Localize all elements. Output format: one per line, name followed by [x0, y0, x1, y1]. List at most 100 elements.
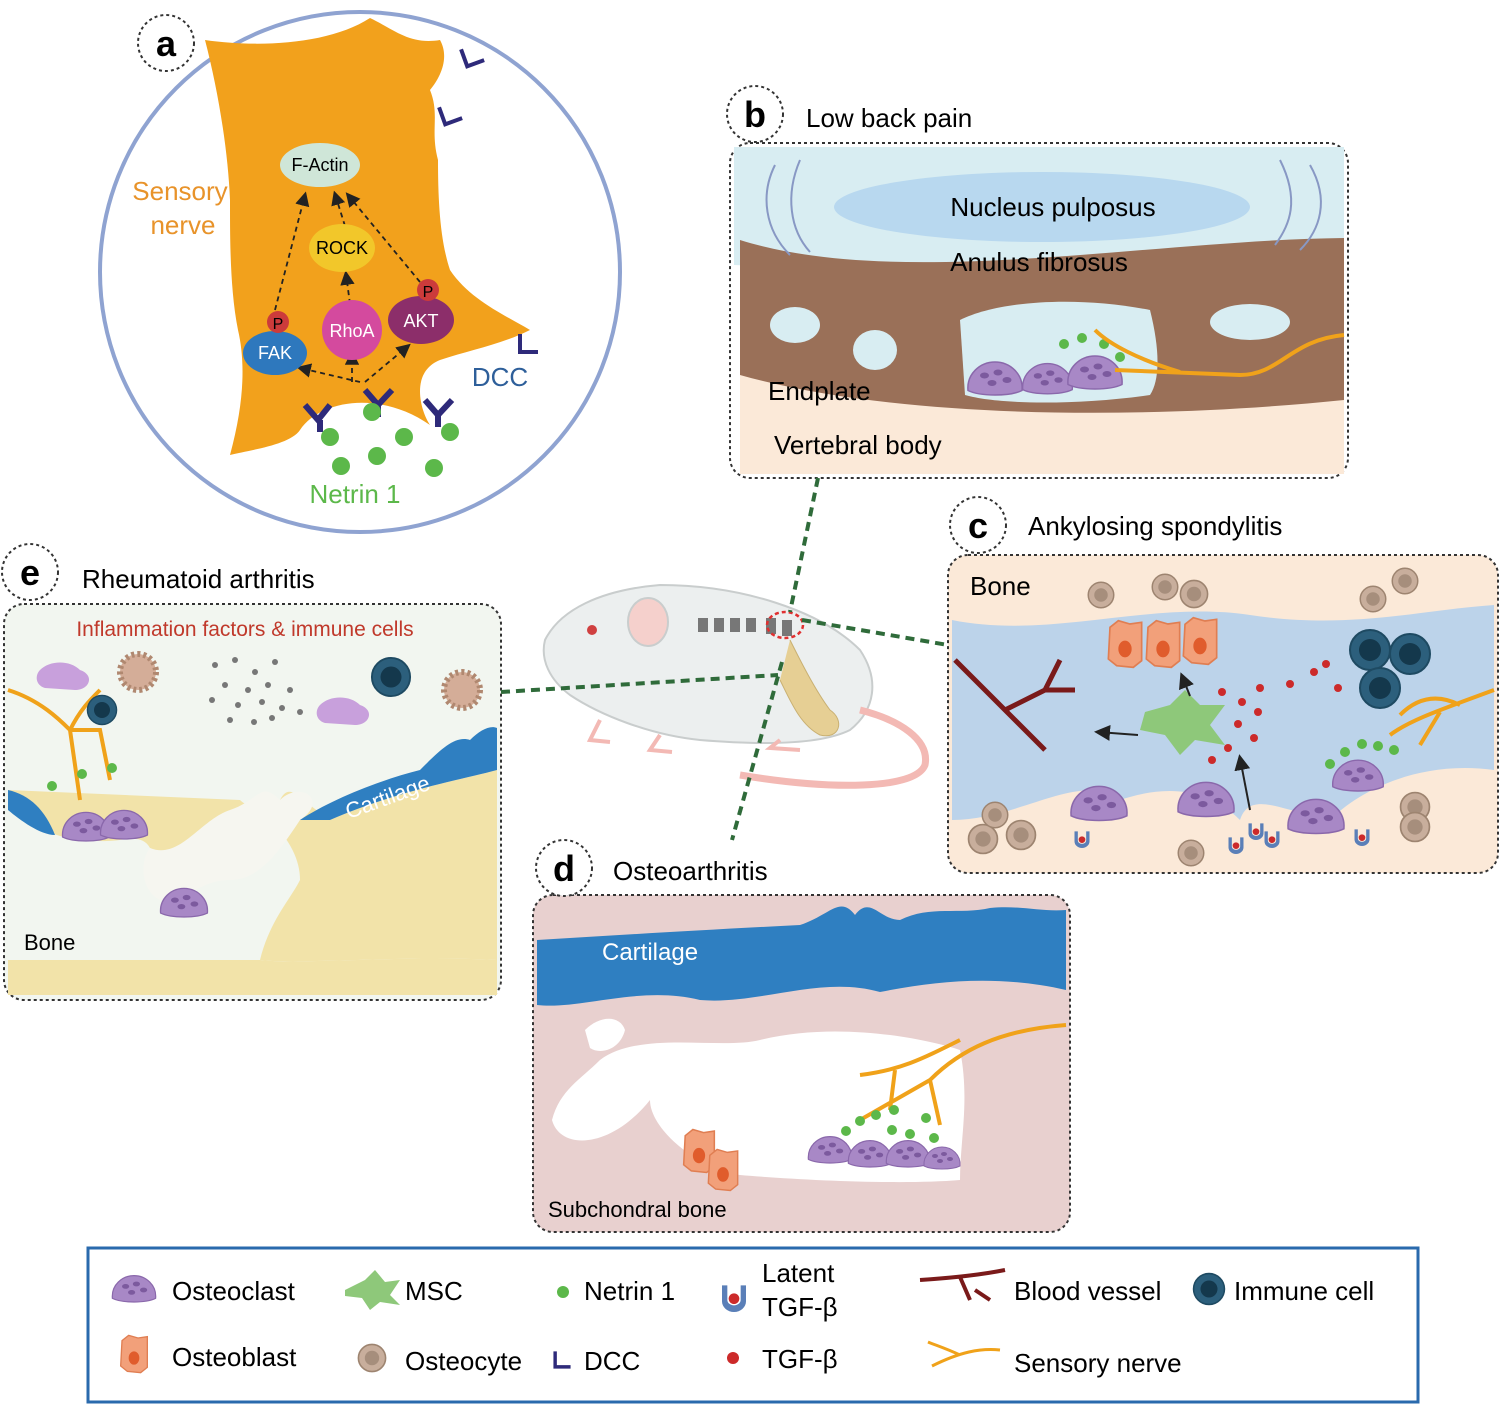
osteocyte-icon: [967, 823, 999, 855]
msc-icon: [345, 1270, 400, 1310]
panel-c-letter: c: [968, 505, 988, 546]
osteoblast-icon: [1182, 616, 1218, 666]
fak-label: FAK: [258, 343, 292, 363]
netrin-molecules: [1059, 333, 1125, 362]
osteocyte-icon: [981, 801, 1009, 829]
legend-frame: [86, 1246, 1420, 1404]
rock-label: ROCK: [316, 238, 368, 258]
panel-e-title: Rheumatoid arthritis: [82, 564, 315, 594]
cartilage-layer: [300, 727, 497, 820]
panel-e: Inflammation factors & immune cells Cart…: [1, 543, 502, 1001]
osteocyte-icon: [1151, 573, 1179, 601]
dcc-receptor-icon: [422, 397, 455, 427]
legend-msc: MSC: [405, 1276, 463, 1306]
mouse-paws: [586, 719, 801, 754]
fak-node: [243, 331, 307, 375]
immune-cell-icon: [1389, 633, 1431, 675]
sensory-nerve-icon: [927, 1340, 1001, 1368]
panel-b-title: Low back pain: [806, 103, 972, 133]
macrophage-icon: [36, 662, 90, 690]
panel-b-letter-badge: [726, 85, 784, 143]
sensory-nerve-label-2: nerve: [150, 210, 215, 240]
akt-node: [388, 296, 454, 344]
legend-latent-1: Latent: [762, 1258, 835, 1288]
osteocyte-icon: [1359, 585, 1387, 613]
endplate-label: Endplate: [768, 376, 871, 406]
netrin-molecules: [1325, 739, 1399, 769]
vertebral-body-region: [740, 375, 1344, 474]
osteoblast-icon: [119, 1334, 148, 1374]
dcc-label: DCC: [472, 362, 528, 392]
legend: Osteoclast MSC Netrin 1 Latent TGF-β Blo…: [86, 1246, 1420, 1404]
osteoblast-icon: [707, 1148, 739, 1192]
akt-label: AKT: [403, 311, 438, 331]
f-actin-node: [280, 143, 360, 187]
osteocyte-icon: [1177, 839, 1205, 867]
panel-a-letter-badge: [137, 14, 195, 72]
dendritic-cell-icon: [117, 651, 159, 693]
legend-tgfb: TGF-β: [762, 1344, 838, 1374]
immune-cell-icon: [1359, 667, 1401, 709]
nucleus-pulposus: [834, 172, 1250, 242]
rhoa-node: [322, 300, 382, 360]
mouse-illustration: [500, 477, 949, 841]
mouse-spine: [698, 618, 792, 636]
tgf-beta-icon: [727, 1352, 739, 1364]
panel-d: Cartilage Subchondral bone d Osteoarthri…: [532, 839, 1071, 1233]
panel-e-letter: e: [20, 552, 40, 593]
panel-d-cartilage-label: Cartilage: [602, 939, 698, 966]
immune-cell-icon: [86, 694, 118, 726]
panel-e-bone-label: Bone: [24, 930, 75, 955]
signaling-arrows: [274, 190, 421, 383]
tgf-beta-molecules: [1208, 660, 1342, 764]
sensory-nerve-fiber: [859, 1023, 1067, 1126]
netrin-molecules: [841, 1105, 939, 1143]
panel-d-letter: d: [553, 848, 575, 889]
sensory-nerve-fiber: [1388, 688, 1495, 747]
cartilage-layer-left: [8, 790, 55, 835]
rhoa-label: RhoA: [329, 321, 374, 341]
netrin-label: Netrin 1: [309, 479, 400, 509]
blood-vessel-icon: [919, 1268, 1006, 1302]
mouse-tail: [739, 706, 930, 789]
panel-e-letter-badge: [1, 543, 59, 601]
msc-icon: [1140, 690, 1225, 755]
netrin-icon: [557, 1286, 569, 1298]
legend-dcc: DCC: [584, 1346, 640, 1376]
panel-connectors: [500, 477, 949, 841]
cavity: [1210, 304, 1290, 340]
legend-immune-cell: Immune cell: [1234, 1276, 1374, 1306]
anulus-fibers: [765, 159, 1322, 256]
osteocyte-icon: [1391, 567, 1419, 595]
panel-c: Bone c Ankylosing spondylitis: [947, 496, 1499, 874]
phospho-akt-label: P: [423, 284, 434, 301]
legend-osteocyte: Osteocyte: [405, 1346, 522, 1376]
vertebral-label: Vertebral body: [774, 430, 942, 460]
osteocyte-icon: [357, 1343, 387, 1373]
panel-c-title: Ankylosing spondylitis: [1028, 511, 1282, 541]
legend-osteoblast: Osteoblast: [172, 1342, 297, 1372]
legend-netrin: Netrin 1: [584, 1276, 675, 1306]
osteoblast-icon: [1107, 619, 1143, 669]
legend-blood-vessel: Blood vessel: [1014, 1276, 1161, 1306]
mouse-pelvis: [779, 639, 840, 737]
phospho-akt-badge: [417, 279, 439, 301]
nucleus-label: Nucleus pulposus: [950, 192, 1155, 222]
panel-d-title: Osteoarthritis: [613, 856, 768, 886]
inflammation-factors: [209, 657, 303, 725]
dendritic-cell-icon: [441, 669, 483, 711]
cavity: [585, 1018, 625, 1051]
macrophage-icon: [316, 697, 370, 725]
migration-arrows: [1094, 672, 1251, 811]
sensory-nerve-fiber: [7, 688, 112, 801]
panel-d-subchondral-label: Subchondral bone: [548, 1197, 727, 1222]
spine-highlight: [765, 610, 805, 640]
legend-osteoclast: Osteoclast: [172, 1276, 296, 1306]
immune-cell-icon: [1192, 1272, 1226, 1306]
panel-b: Nucleus pulposus Anulus fibrosus Endplat…: [726, 85, 1349, 479]
mouse-eye: [587, 625, 597, 635]
sensory-nerve-fiber: [1093, 328, 1345, 378]
panel-b-letter: b: [744, 94, 766, 135]
cavity: [770, 307, 820, 343]
